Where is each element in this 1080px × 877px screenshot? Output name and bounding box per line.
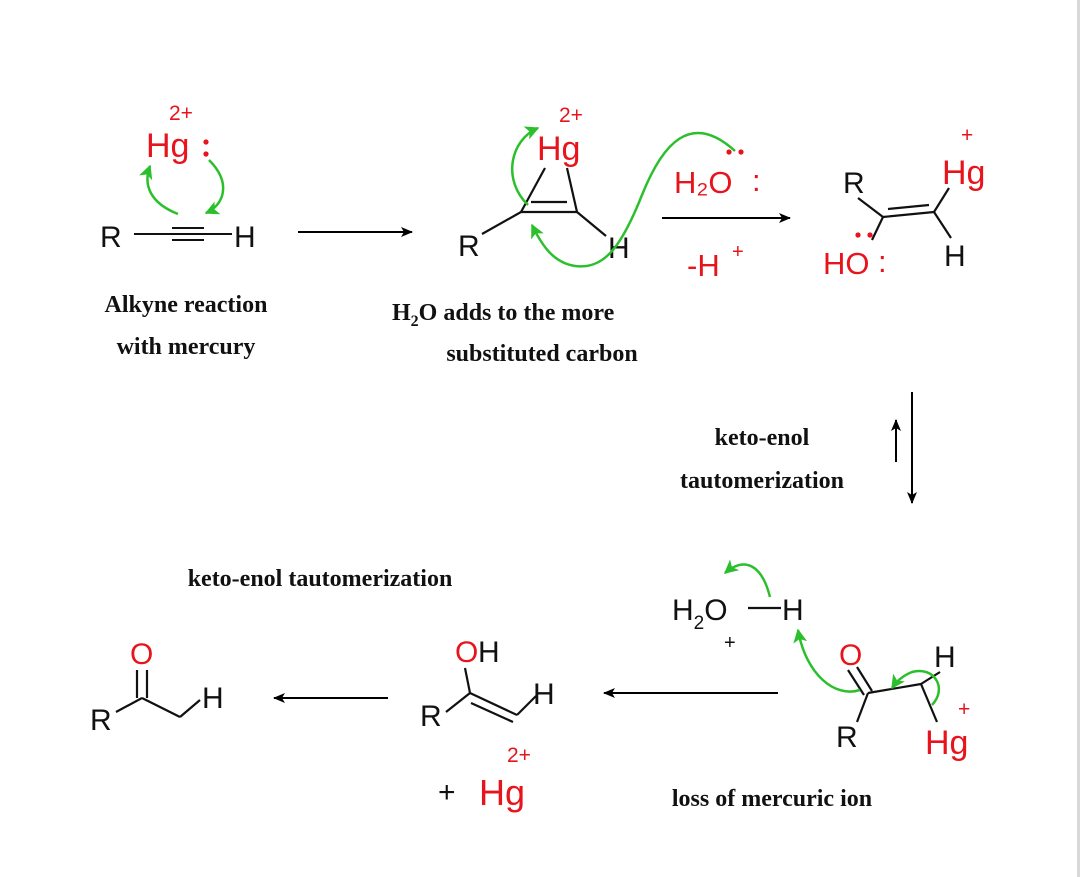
hg-atom-label: Hg — [537, 130, 580, 168]
hg-atom-label: Hg — [942, 154, 985, 192]
r-group-label: R — [90, 704, 112, 737]
enol: O H R H — [420, 636, 555, 733]
caption-keto-enol-line2: tautomerization — [680, 468, 844, 494]
reagent-water-label: H₂O — [674, 165, 733, 200]
h-atom-label: H — [944, 240, 966, 273]
hg-charge-label: 2+ — [169, 102, 193, 125]
hg-atom-label: Hg — [925, 724, 968, 762]
h-atom-label: H — [533, 678, 555, 711]
hydroxyl-colon: : — [878, 244, 887, 279]
free-mercuric-ion: + 2+ Hg — [438, 744, 531, 813]
equilibrium-arrows-icon — [891, 392, 917, 504]
three-membered-ring — [481, 167, 607, 237]
page-edge — [1077, 0, 1080, 877]
plus-sign: + — [438, 776, 456, 809]
triple-bond — [134, 227, 232, 241]
ketone-bonds — [847, 666, 941, 723]
enol-bonds — [445, 667, 537, 724]
caption-water-addition-line2: substituted carbon — [446, 341, 637, 367]
hg-charge-label: 2+ — [507, 744, 531, 767]
caption-alkyne-reaction-line2: with mercury — [117, 334, 256, 360]
r-group-label: R — [458, 230, 480, 263]
caption-loss-of-mercuric-ion: loss of mercuric ion — [672, 786, 872, 812]
water-reagent: H₂O : — [674, 149, 761, 200]
curved-electron-arrow-icon — [530, 131, 736, 268]
caption-alkyne-reaction-line1: Alkyne reaction — [105, 292, 268, 318]
lone-pair-dots-icon — [726, 149, 744, 155]
reagent-proton-loss-label: -H — [687, 248, 720, 283]
curved-electron-arrow-icon — [511, 126, 540, 206]
carbonyl-bonds — [115, 670, 201, 718]
hg-charge-label: + — [958, 698, 970, 721]
enol-bonds — [857, 187, 952, 241]
reagent-proton-charge: + — [732, 241, 744, 263]
hg-atom-label: Hg — [146, 127, 189, 165]
lone-pair-dots-icon — [855, 232, 873, 238]
enol-oh-h-label: H — [478, 636, 500, 669]
mercury-enol: R + Hg H HO : — [823, 124, 985, 281]
curved-electron-arrow-icon — [890, 669, 941, 706]
r-group-label: R — [843, 167, 865, 200]
mercurinium-ion: 2+ Hg R H — [458, 104, 736, 268]
hg-atom-label: Hg — [479, 772, 525, 813]
final-carbonyl: O R H — [90, 638, 224, 737]
caption-final-tautomerization: keto-enol tautomerization — [188, 566, 453, 592]
carbonyl-o-label: O — [130, 638, 153, 671]
hydronium-charge: + — [724, 632, 736, 654]
lone-pair-dots-icon — [203, 139, 209, 157]
alkyne-hg-complex: 2+ Hg R H — [100, 102, 256, 254]
curved-electron-arrow-icon — [793, 628, 861, 693]
hydronium-ion: H2O H + — [672, 559, 804, 654]
caption-water-addition-line1: H2O adds to the more — [392, 300, 615, 330]
carbonyl-o-label: O — [839, 639, 862, 672]
mercury-ketone: O H R + Hg — [793, 628, 970, 762]
r-group-label: R — [100, 221, 122, 254]
water-h-label: H2O — [672, 594, 728, 634]
r-group-label: R — [420, 700, 442, 733]
hg-charge-label: 2+ — [559, 104, 583, 127]
caption-keto-enol-line1: keto-enol — [715, 425, 810, 451]
h-atom-label: H — [934, 641, 956, 674]
curved-electron-arrow-icon — [204, 159, 225, 215]
h-atom-label: H — [234, 221, 256, 254]
curved-electron-arrow-icon — [723, 559, 772, 598]
r-group-label: R — [836, 721, 858, 754]
hg-charge-label: + — [961, 124, 973, 147]
h-atom-label: H — [608, 232, 630, 265]
hydroxyl-label: HO — [823, 246, 870, 281]
enol-oh-o-label: O — [455, 636, 478, 669]
h-atom-label: H — [202, 682, 224, 715]
h-atom-label: H — [782, 594, 804, 627]
curved-electron-arrow-icon — [139, 164, 179, 216]
reagent-water-colon: : — [752, 163, 761, 198]
